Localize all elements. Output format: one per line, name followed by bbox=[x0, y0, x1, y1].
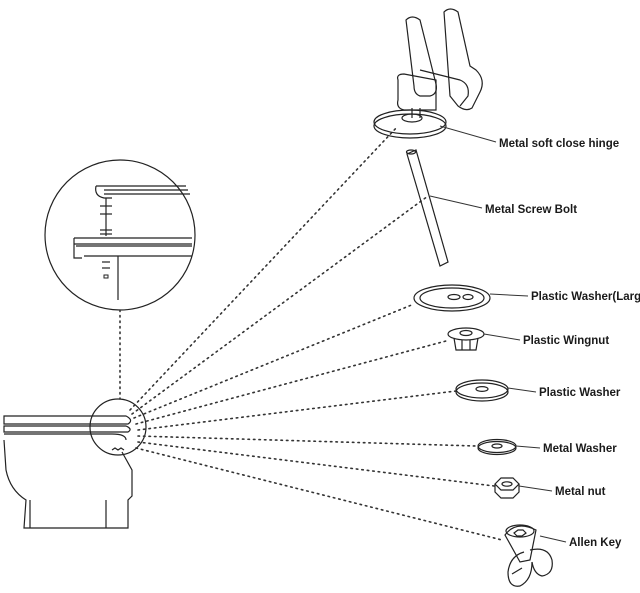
metal-washer-illustration bbox=[477, 438, 517, 456]
label-metal-nut: Metal nut bbox=[555, 486, 606, 498]
plastic-washer-illustration bbox=[455, 379, 509, 402]
label-hinge: Metal soft close hinge bbox=[499, 138, 619, 150]
zoom-circle-large bbox=[44, 159, 196, 311]
label-plastic-wingnut: Plastic Wingnut bbox=[523, 335, 609, 347]
label-screw-bolt: Metal Screw Bolt bbox=[485, 204, 577, 216]
metal-nut-illustration bbox=[494, 477, 520, 499]
bolt-illustration bbox=[405, 149, 449, 267]
label-allen-key: Allen Key bbox=[569, 537, 622, 549]
label-metal-washer: Metal Washer bbox=[543, 443, 617, 455]
hinge-illustration bbox=[373, 8, 483, 139]
toilet-illustration bbox=[3, 398, 147, 529]
label-plastic-washer: Plastic Washer bbox=[539, 387, 621, 399]
washer-large-illustration bbox=[413, 284, 491, 312]
allen-key-illustration bbox=[504, 524, 553, 587]
projection-lines bbox=[129, 125, 503, 541]
wingnut-illustration bbox=[447, 327, 485, 351]
leader-lines bbox=[429, 125, 567, 543]
label-plastic-washer-large: Plastic Washer(Large) bbox=[531, 291, 640, 303]
zoom-detail bbox=[44, 159, 196, 311]
zoom-circle-small bbox=[89, 398, 147, 456]
